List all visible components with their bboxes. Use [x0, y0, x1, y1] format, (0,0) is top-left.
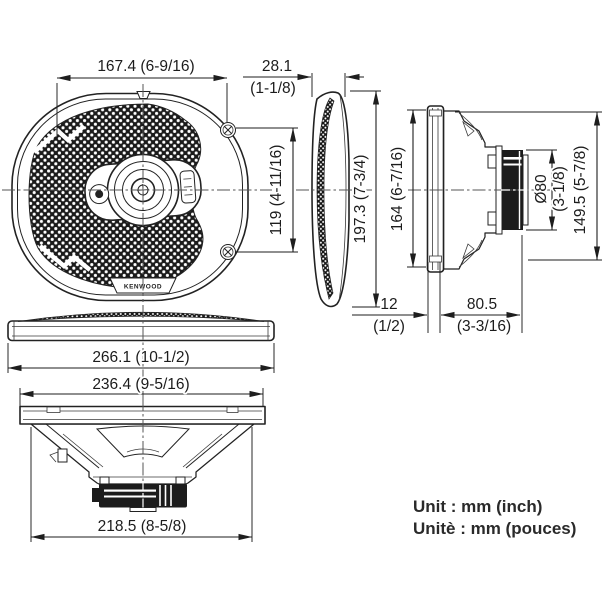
dim-mounting-hole-width: 167.4 (6-9/16)	[97, 58, 194, 75]
rear-side-view	[426, 105, 529, 273]
screw-top-right	[220, 122, 236, 138]
dim-frame-width: 236.4 (9-5/16)	[92, 376, 189, 393]
dim-mounting-hole-height: 119 (4-11/16)	[268, 145, 285, 236]
dim-grille-height: 197.3 (7-3/4)	[352, 155, 369, 244]
unit-label-french: Unitè : mm (pouces)	[413, 519, 576, 538]
dim-grille-width: 266.1 (10-1/2)	[92, 349, 189, 366]
centerlines	[2, 84, 562, 510]
dim-magnet-dia-in: (3-1/8)	[551, 166, 568, 212]
dim-frame-height: 164 (6-7/16)	[389, 147, 406, 231]
dim-mounting-depth-mm: 80.5	[467, 296, 497, 313]
dim-grille-depth-mm: 28.1	[262, 58, 292, 75]
top-edge-view	[7, 311, 275, 342]
dimension-lines	[7, 73, 601, 541]
extension-lines	[7, 73, 602, 542]
dim-body-height: 149.5 (5-7/8)	[572, 146, 589, 235]
dim-flange-thickness-in: (1/2)	[373, 318, 405, 335]
dim-mounting-depth-in: (3-3/16)	[457, 318, 511, 335]
grille-accent-bottom	[38, 244, 92, 272]
side-profile-view	[311, 91, 350, 308]
edge-mesh-strip	[17, 311, 265, 322]
screw-bottom-right	[220, 244, 236, 260]
dimension-labels: 167.4 (6-9/16) 28.1 (1-1/8) 119 (4-11/16…	[91, 56, 591, 537]
dim-flange-thickness-mm: 12	[380, 296, 397, 313]
profile-mesh-band	[316, 97, 335, 300]
bottom-view-woofer	[19, 405, 266, 512]
terminal-tab	[57, 448, 68, 463]
grille-accent-top	[32, 124, 86, 154]
unit-label-english: Unit : mm (inch)	[413, 497, 542, 516]
dim-grille-depth-in: (1-1/8)	[250, 80, 296, 97]
mounting-flange	[426, 105, 445, 273]
dim-magnet-dia-mm: Ø80	[533, 174, 550, 204]
unit-legend: Unit : mm (inch) Unitè : mm (pouces)	[413, 497, 576, 538]
front-view-grille: KENWOOD	[11, 91, 249, 302]
dim-basket-width: 218.5 (8-5/8)	[98, 518, 187, 535]
